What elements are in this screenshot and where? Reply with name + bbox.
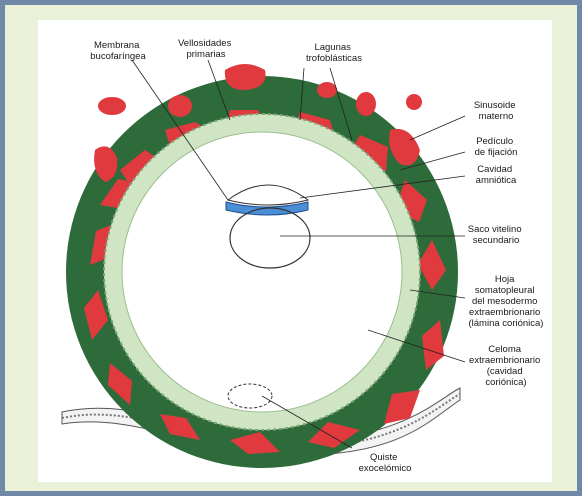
label-cavidad: Cavidad amniótica [476, 164, 517, 186]
chorionic-cavity [122, 132, 402, 412]
label-sinusoide: Sinusoide materno [474, 100, 518, 122]
label-membrana: Membrana bucofaríngea [90, 40, 146, 62]
label-pediculo: Pedículo de fijación [475, 136, 518, 158]
label-saco: Saco vitelino secundario [468, 224, 525, 246]
